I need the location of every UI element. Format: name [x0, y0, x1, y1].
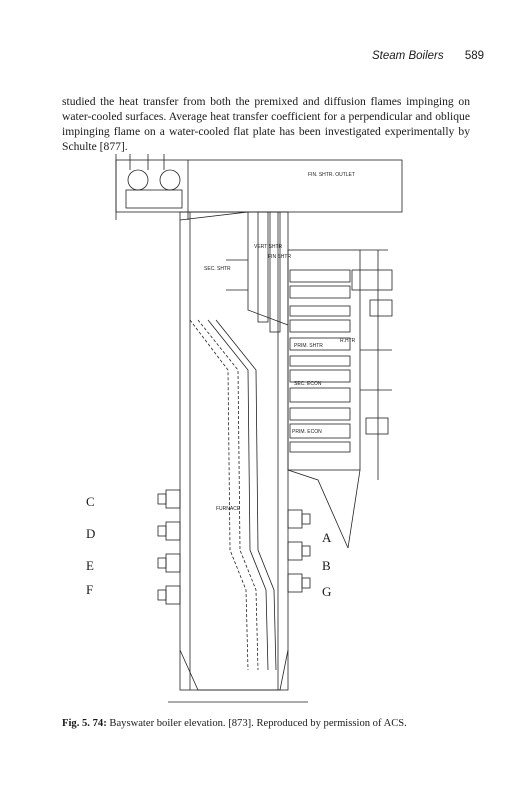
- ash-hopper: [287, 469, 349, 549]
- drum-right: [159, 169, 181, 191]
- burner-label-c: C: [86, 494, 95, 509]
- label-furnace: FURNACE: [216, 506, 241, 512]
- burner-label-g: G: [322, 584, 332, 599]
- fin-superheater: [269, 211, 281, 333]
- label-sec-shtr: SEC. SHTR: [204, 266, 231, 272]
- caption-label: Fig. 5. 74:: [62, 718, 107, 729]
- burner-label-a: A: [322, 530, 332, 545]
- top-frame: [115, 159, 403, 213]
- burner-label-e: E: [86, 558, 94, 573]
- drum-frame: [125, 189, 183, 209]
- furnace-wall: [179, 211, 289, 691]
- figure-caption: Fig. 5. 74: Bayswater boiler elevation. …: [62, 718, 470, 729]
- boiler-diagram: FIN. SHTR. OUTLET SEC. SHTR VERT SHTR FI…: [115, 154, 403, 703]
- right-burners: [287, 509, 311, 593]
- convection-pass: [287, 249, 361, 471]
- drum-left: [127, 169, 149, 191]
- label-fin-shtr-outlet: FIN. SHTR. OUTLET: [308, 172, 355, 178]
- furnace-nose: [179, 211, 289, 326]
- tube-banks: [289, 269, 351, 453]
- running-head: Steam Boilers 589: [372, 50, 484, 62]
- burner-label-f: F: [86, 582, 94, 597]
- label-sec-econ: SEC. ECON: [294, 381, 322, 387]
- page-number: 589: [464, 50, 484, 62]
- burner-label-b: B: [322, 558, 331, 573]
- running-title: Steam Boilers: [372, 50, 444, 62]
- label-fin-shtr: FIN SHTR: [268, 254, 291, 260]
- body-paragraph: studied the heat transfer from both the …: [62, 94, 470, 153]
- label-vert-shtr: VERT SHTR: [254, 244, 283, 250]
- vert-superheater: [257, 211, 269, 323]
- caption-text: Bayswater boiler elevation. [873]. Repro…: [106, 718, 407, 729]
- label-prim-econ: PRIM. ECON: [292, 429, 322, 435]
- boiler-elevation-figure: FIN. SHTR. OUTLET SEC. SHTR VERT SHTR FI…: [108, 150, 410, 706]
- label-prim-shtr: PRIM. SHTR: [294, 343, 323, 349]
- label-reheater: R.HTR: [340, 338, 356, 344]
- burner-label-d: D: [86, 526, 96, 541]
- bottom-ash-hopper: [179, 649, 289, 691]
- left-burners: [157, 489, 181, 605]
